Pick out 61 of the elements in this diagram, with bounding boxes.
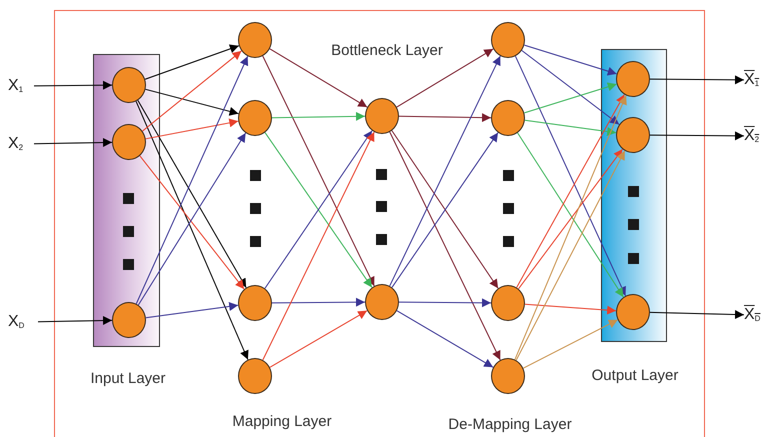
neuron-circle xyxy=(238,22,272,58)
neuron-circle xyxy=(491,100,525,136)
input-variable: X$_{1}$ xyxy=(8,78,24,94)
arrow xyxy=(516,94,625,288)
neuron-circle xyxy=(365,98,399,134)
output-variable: X$_{1}$ xyxy=(744,72,760,88)
arrow xyxy=(650,131,744,140)
arrow xyxy=(396,48,494,108)
arrow xyxy=(518,148,623,290)
neuron-circle xyxy=(238,100,272,136)
arrow xyxy=(521,50,620,125)
arrow xyxy=(262,56,375,286)
arrow xyxy=(514,56,626,296)
arrow xyxy=(144,44,240,80)
arrow xyxy=(650,310,744,319)
layer-title: Mapping Layer xyxy=(231,412,333,432)
neuron-circle xyxy=(238,285,272,321)
arrow xyxy=(272,112,366,121)
arrow xyxy=(142,50,242,132)
arrow xyxy=(34,80,112,90)
arrow xyxy=(389,132,501,360)
arrow xyxy=(139,155,245,290)
arrow xyxy=(650,75,744,84)
arrow xyxy=(389,56,501,286)
arrow xyxy=(34,138,112,147)
output-variable: X$_{D}$ xyxy=(744,307,760,323)
arrow xyxy=(398,298,492,308)
arrow xyxy=(136,56,248,304)
arrow xyxy=(398,113,492,122)
neuron-circle xyxy=(491,22,525,58)
arrow xyxy=(145,118,239,140)
arrow xyxy=(396,310,494,368)
neuron-circle xyxy=(491,358,525,394)
arrow xyxy=(514,94,627,360)
arrow xyxy=(524,304,617,315)
neuron-circle xyxy=(491,285,525,321)
arrow xyxy=(38,316,112,325)
layer-title: Bottleneck Layer xyxy=(330,41,444,61)
input-variable: X$_{2}$ xyxy=(8,136,24,152)
arrow xyxy=(517,132,624,298)
layer-title: Input Layer xyxy=(89,369,167,389)
arrow xyxy=(272,298,366,307)
arrow xyxy=(145,88,239,116)
layer-title: Output Layer xyxy=(590,366,680,386)
arrow xyxy=(524,120,617,136)
layer-title: De-Mapping Layer xyxy=(447,415,573,435)
neuron-circle xyxy=(238,358,272,394)
arrow xyxy=(136,100,248,360)
arrow xyxy=(137,100,247,288)
arrow xyxy=(522,319,618,369)
arrow xyxy=(524,44,618,76)
arrow xyxy=(262,132,375,360)
input-variable: X$_{D}$ xyxy=(8,314,24,330)
arrow xyxy=(516,150,626,361)
arrow xyxy=(524,82,618,114)
arrow xyxy=(269,310,368,368)
output-variable: X$_{2}$ xyxy=(744,128,760,144)
arrow xyxy=(138,132,246,306)
arrow xyxy=(269,48,368,108)
neuron-circle xyxy=(365,284,399,320)
arrow xyxy=(145,302,239,318)
